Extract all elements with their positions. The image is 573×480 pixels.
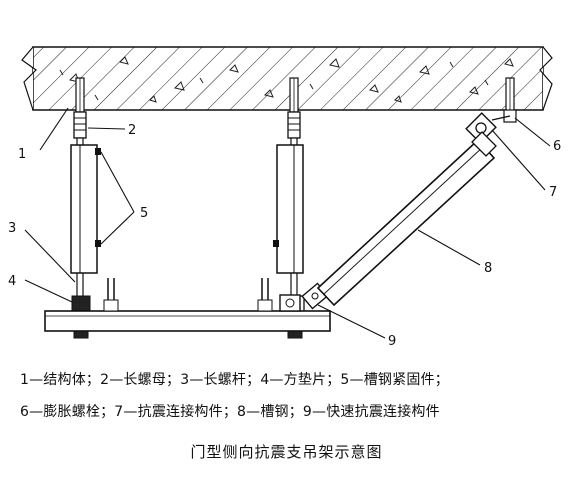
square-washer-left xyxy=(71,295,91,339)
legend-line-1: 1—结构体；2—长螺母；3—长螺杆；4—方垫片；5—槽钢紧固件； xyxy=(20,372,449,388)
leader-lines xyxy=(24,107,551,339)
expansion-bolt-left xyxy=(75,77,85,113)
expansion-bolt-right xyxy=(505,77,515,113)
channel-fastener-left xyxy=(70,144,101,274)
label-3: 3 xyxy=(8,221,16,236)
bottom-channel-steel xyxy=(44,278,331,332)
top-seismic-connector xyxy=(465,109,517,157)
label-4: 4 xyxy=(8,274,16,289)
diagonal-channel-steel xyxy=(316,138,496,307)
channel-fastener-middle xyxy=(273,144,304,274)
label-2: 2 xyxy=(128,123,136,138)
long-nut-left xyxy=(73,111,87,139)
expansion-bolt-middle xyxy=(289,77,299,113)
concrete-slab xyxy=(21,46,553,111)
label-6: 6 xyxy=(553,139,561,154)
label-5: 5 xyxy=(140,206,148,221)
diagram-caption: 门型侧向抗震支吊架示意图 xyxy=(190,443,383,461)
label-8: 8 xyxy=(484,261,492,276)
label-1: 1 xyxy=(18,147,26,162)
seismic-bracket-diagram: 1 2 3 4 5 6 7 8 9 xyxy=(8,46,561,349)
label-7: 7 xyxy=(549,185,557,200)
label-9: 9 xyxy=(388,334,396,349)
long-nut-middle xyxy=(287,111,301,139)
legend-line-2: 6—膨胀螺栓；7—抗震连接构件；8—槽钢；9—快速抗震连接构件 xyxy=(20,404,440,420)
